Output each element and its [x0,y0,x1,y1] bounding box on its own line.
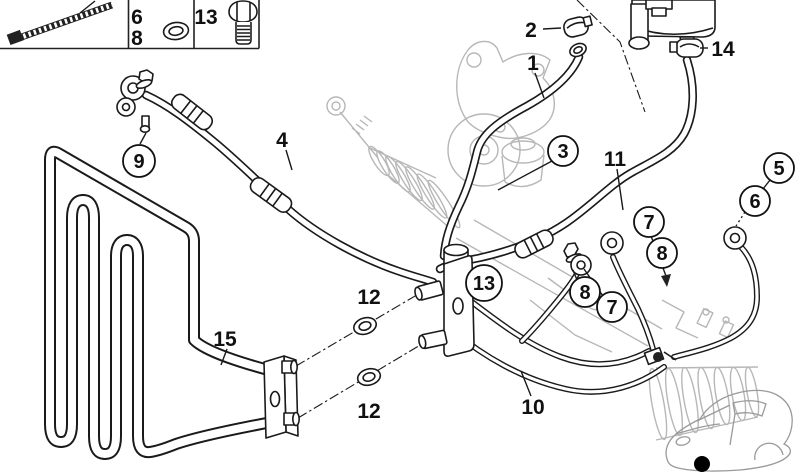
callout-9[interactable]: 9 [122,144,156,178]
hose-sleeve [170,93,214,131]
callout-14-label[interactable]: 14 [711,38,735,61]
legend-label-8[interactable]: 8 [131,27,143,50]
o-ring-icon [162,21,190,41]
hose-clamp-2 [563,15,593,38]
callout-13[interactable]: 13 [465,264,503,302]
callout-9-label[interactable]: 9 [133,151,144,173]
callout-8-upper[interactable]: 8 [646,237,678,269]
connector-block [414,243,475,357]
callout-8-upper-label[interactable]: 8 [656,243,667,265]
callout-7-upper[interactable]: 7 [633,206,665,238]
callout-4-label[interactable]: 4 [276,129,288,152]
oil-cooler [44,145,300,460]
right-boot-context [648,366,760,441]
cable-tie-icon [6,0,114,46]
legend-label-6[interactable]: 6 [131,6,143,29]
car-location-icon [665,389,793,472]
assembly-centerlines [295,0,646,419]
banjo-fitting-7-8-upper [600,231,624,255]
hose-assembly-4 [116,69,438,287]
callout-6[interactable]: 6 [739,185,771,217]
callout-12a-label[interactable]: 12 [357,286,380,309]
callout-5-label[interactable]: 5 [773,158,784,180]
callout-10-label[interactable]: 10 [521,396,544,419]
callout-7-upper-label[interactable]: 7 [643,212,654,234]
block-port-lower [418,329,448,350]
legend: 6 8 13 [0,0,260,50]
return-hose-11 [435,55,697,274]
pressure-hose-1 [439,42,587,261]
callout-8-lower[interactable]: 8 [569,276,601,308]
callout-7-lower[interactable]: 7 [596,291,628,323]
legend-label-13[interactable]: 13 [194,6,217,29]
callout-2-label[interactable]: 2 [525,19,537,42]
callout-11-label[interactable]: 11 [604,148,627,171]
banjo-fitting-5-6 [723,226,747,250]
rack-hoses-10 [450,244,761,395]
callout-3[interactable]: 3 [547,135,579,167]
banjo-fitting-9 [116,69,154,134]
left-boot-context [326,96,461,231]
hose-sleeve [249,176,293,214]
banjo-bolt-7-8-lower [563,242,592,276]
callout-3-label[interactable]: 3 [557,141,568,163]
callout-15-label[interactable]: 15 [213,328,237,351]
location-dot [694,456,710,472]
callout-7-lower-label[interactable]: 7 [606,297,617,319]
callout-13-label[interactable]: 13 [473,273,495,295]
hose-sleeve [514,229,554,259]
callout-8-lower-label[interactable]: 8 [579,282,590,304]
hose-clamp-14 [669,38,704,58]
callout-12b-label[interactable]: 12 [357,400,380,423]
callout-5[interactable]: 5 [763,152,795,184]
block-port-upper [414,280,444,301]
o-ring-12b [356,367,382,387]
callout-6-label[interactable]: 6 [749,191,760,213]
o-ring-12a [352,316,378,336]
hex-bolt-icon [228,0,258,45]
cooler-flange [263,355,300,439]
callout-1-label[interactable]: 1 [527,52,539,75]
